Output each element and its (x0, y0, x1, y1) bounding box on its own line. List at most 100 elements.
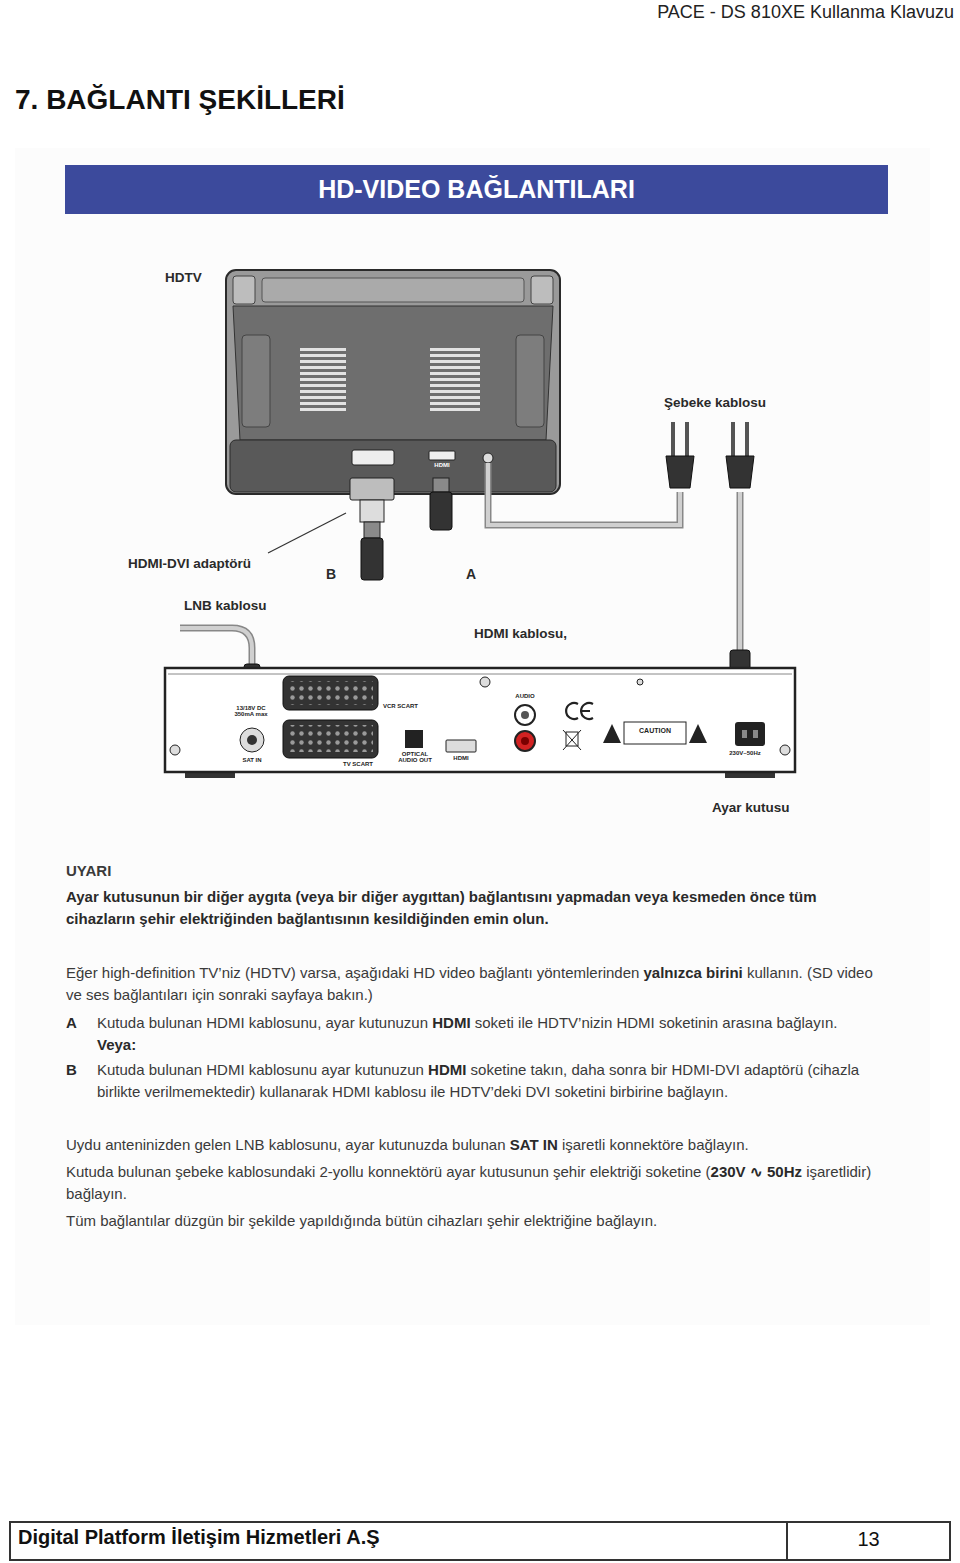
tv-illustration (352, 450, 394, 465)
port-label: OPTICAL AUDIO OUT (395, 751, 435, 764)
node-heading: HDTV (165, 270, 202, 285)
footer-cell: Digital Platform İletişim Hizmetleri A.Ş (18, 1526, 380, 1549)
cable-label: Şebeke kablosu (664, 395, 766, 410)
set-top-box-illustration (165, 668, 795, 778)
set-top-box-illustration (283, 676, 378, 710)
body-paragraph: Eğer high-definition TV’niz (HDTV) varsa… (66, 962, 886, 1006)
port-label: 13/18V DC 350mA max (226, 705, 276, 718)
tv-illustration (233, 306, 553, 440)
set-top-box-illustration (247, 735, 257, 745)
hdtv-unit: HDTV (226, 270, 560, 494)
hdmi-plugs (364, 522, 380, 538)
page-title: 7. BAĞLANTI ŞEKİLLERİ (15, 84, 345, 116)
hdmi-plugs (350, 478, 394, 500)
set-top-box-illustration (563, 730, 581, 750)
set-top-box-illustration (603, 724, 621, 743)
section-band: HD-VIDEO BAĞLANTILARI (65, 165, 888, 214)
body-text: Eğer high-definition TV’niz (HDTV) varsa… (66, 964, 639, 981)
power-cables (726, 456, 754, 488)
body-paragraph: Tüm bağlantılar düzgün bir şekilde yapıl… (66, 1210, 886, 1232)
set-top-box-illustration (742, 730, 747, 738)
set-top-box-illustration (580, 703, 593, 719)
edge-label: A (466, 566, 476, 582)
set-top-box-illustration (753, 730, 758, 738)
band-heading: HD-VIDEO BAĞLANTILARI (318, 175, 635, 204)
footer-table (786, 1522, 788, 1560)
bold-text: Ayar kutusunun bir diğer aygıta (veya bi… (66, 888, 816, 927)
tv-illustration (430, 348, 480, 412)
power-cables (745, 422, 749, 456)
bold-text: yalnızca birini (644, 964, 743, 981)
cable-label: LNB kablosu (184, 598, 267, 613)
warning-label: CAUTION (624, 727, 686, 734)
set-top-box-illustration (624, 722, 686, 744)
lnb-cable (180, 628, 252, 668)
hdmi-plugs (360, 500, 384, 522)
body-paragraph: Veya: (97, 1034, 297, 1056)
body-paragraph: Uydu anteninizden gelen LNB kablosunu, a… (66, 1134, 886, 1156)
footer-page-number: 13 (789, 1528, 948, 1551)
body-paragraph: Kutuda bulunan HDMI kablosunu ayar kutun… (97, 1059, 887, 1103)
page-header: PACE - DS 810XE Kullanma Klavuzu (657, 2, 954, 23)
bold-text: SAT IN (510, 1136, 558, 1153)
set-top-box-illustration (689, 724, 707, 743)
node-heading: Ayar kutusu (712, 800, 790, 815)
power-cables (731, 422, 735, 456)
power-cables (488, 463, 680, 525)
power-cables (685, 422, 689, 456)
warning-heading: UYARI (66, 860, 111, 882)
set-top-box-illustration (521, 737, 529, 745)
set-top-box-illustration (165, 668, 795, 772)
set-top-box-illustration (288, 681, 373, 705)
port-label: 230V~50Hz (719, 750, 771, 756)
set-top-box-illustration (480, 677, 490, 687)
bold-text: A (66, 1014, 77, 1031)
body-paragraph: B (66, 1059, 90, 1081)
set-top-box-illustration (288, 725, 373, 752)
set-top-box-illustration (515, 731, 535, 751)
bold-text: 230V ∿ 50Hz (711, 1163, 802, 1180)
figure-ground (15, 148, 930, 1325)
cable-label: HDMI kablosu, (474, 626, 567, 641)
hdmi-plugs (430, 492, 452, 530)
set-top-box-illustration (446, 740, 476, 752)
bold-text: Veya: (97, 1036, 136, 1053)
set-top-box-illustration (240, 728, 264, 752)
lnb-cable (180, 628, 252, 668)
set-top-box-illustration (780, 745, 790, 755)
body-text: Kutuda bulunan HDMI kablosunu ayar kutun… (97, 1061, 424, 1078)
body-text: Uydu anteninizden gelen LNB kablosunu, a… (66, 1136, 505, 1153)
leader-line (268, 513, 346, 553)
edge-label: B (326, 566, 336, 582)
set-top-box-illustration (735, 722, 765, 746)
tv-illustration (429, 451, 455, 460)
set-top-box-illustration (566, 732, 578, 746)
set-top-box-illustration (637, 679, 643, 685)
tv-illustration (483, 453, 493, 463)
set-top-box-illustration (521, 711, 529, 719)
set-top-box-illustration (563, 730, 581, 750)
body-text: Kutuda bulunan HDMI kablosunu, ayar kutu… (97, 1014, 428, 1031)
set-top-box-illustration (283, 720, 378, 758)
power-cables (737, 492, 744, 652)
power-cables (488, 422, 754, 702)
body-paragraph: Ayar kutusunun bir diğer aygıta (veya bi… (66, 886, 886, 930)
part-label: HDMI-DVI adaptörü (128, 556, 251, 571)
power-cables (666, 456, 694, 488)
body-text: soketi ile HDTV’nizin HDMI soketinin ara… (475, 1014, 838, 1031)
hdmi-plugs (361, 538, 383, 580)
port-label: HDMI (446, 755, 476, 761)
tv-illustration (516, 335, 544, 427)
body-text: Kutuda bulunan şebeke kablosundaki 2-yol… (66, 1163, 711, 1180)
tv-illustration (531, 276, 553, 304)
bold-text: HDMI (428, 1061, 466, 1078)
set-top-box: Ayar kutusu (165, 668, 795, 772)
power-cables (671, 422, 675, 456)
tv-illustration (242, 335, 270, 427)
set-top-box-illustration (515, 705, 535, 725)
body-text: işaretli konnektöre bağlayın. (562, 1136, 749, 1153)
set-top-box-illustration (170, 745, 180, 755)
power-cables (738, 492, 742, 652)
tv-illustration (300, 348, 346, 412)
